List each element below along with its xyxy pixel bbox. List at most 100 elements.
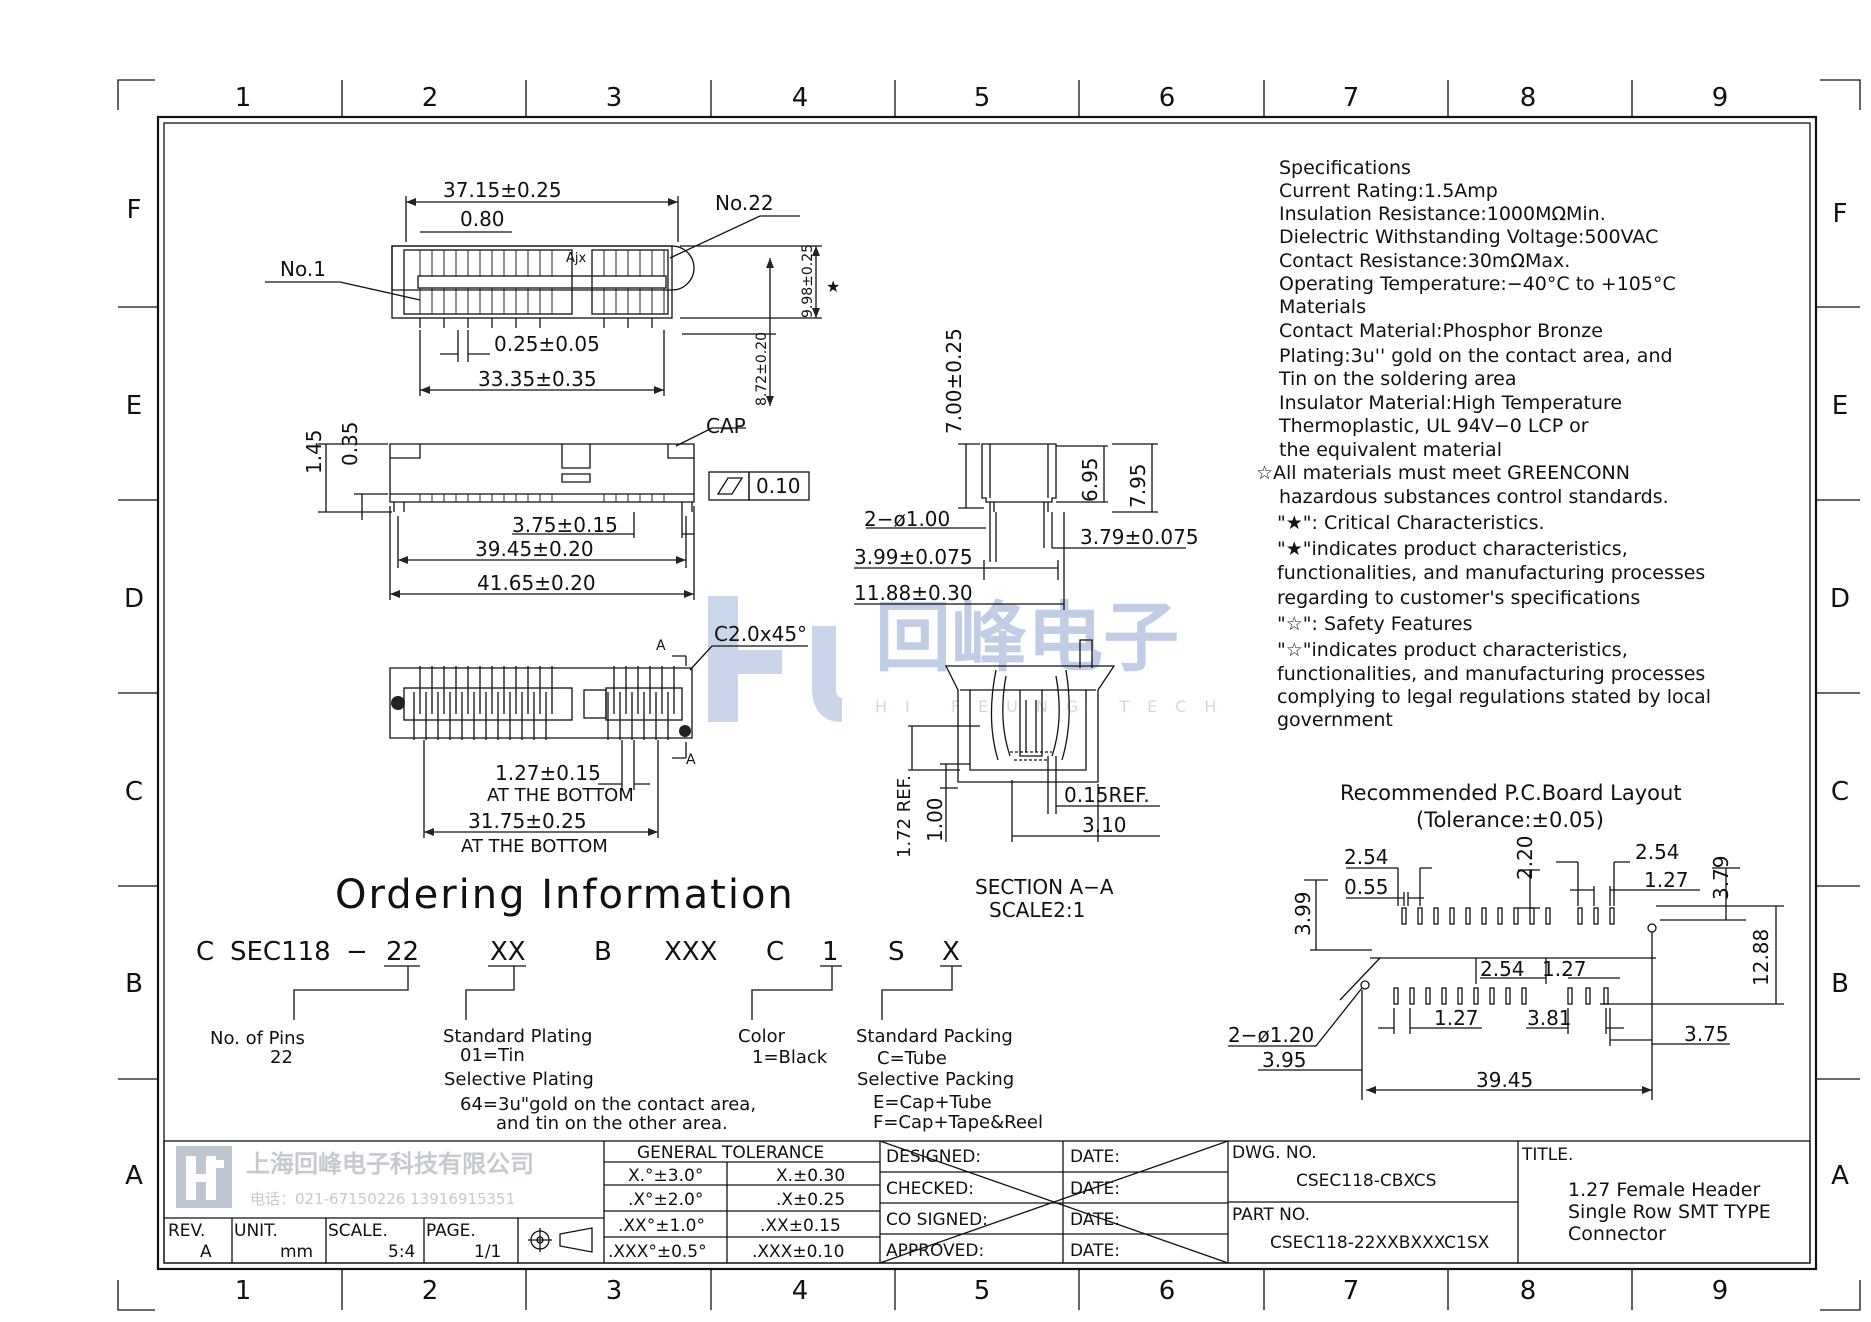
ordering-info: Ordering Information C SEC118 − 22 XX B … — [196, 872, 1043, 1134]
spec-line: Tin on the soldering area — [1278, 368, 1516, 390]
row-label: A — [125, 1161, 143, 1191]
pcb-d379: 3.79 — [1709, 855, 1733, 900]
date-label: DATE: — [1070, 1210, 1120, 1230]
date-label: DATE: — [1070, 1179, 1120, 1199]
signoff-label: CHECKED: — [886, 1179, 974, 1199]
ordering-title: Ordering Information — [335, 872, 795, 918]
unit-label: UNIT. — [234, 1221, 278, 1241]
spec-line: "★"indicates product characteristics, — [1277, 538, 1628, 560]
packing-e: E=Cap+Tube — [873, 1092, 992, 1113]
code-part: C — [766, 937, 784, 967]
spec-line: "☆"indicates product characteristics, — [1277, 639, 1628, 661]
row-label: B — [1831, 969, 1849, 999]
spec-line: complying to legal regulations stated by… — [1277, 686, 1711, 708]
section-title: SECTION A−A — [975, 875, 1114, 899]
dim-side-035: 0.35 — [338, 421, 362, 466]
company-logo — [176, 1146, 232, 1208]
plating-sel-1: 64=3u"gold on the contact area, — [460, 1094, 756, 1115]
dim-side-3945: 39.45±0.20 — [475, 537, 594, 561]
plating-std: 01=Tin — [460, 1045, 525, 1066]
packing-f: F=Cap+Tape&Reel — [873, 1112, 1043, 1133]
part-label: PART NO. — [1232, 1205, 1310, 1225]
top-pins — [419, 250, 665, 328]
pins-label: No. of Pins — [210, 1028, 305, 1049]
spec-line: functionalities, and manufacturing proce… — [1277, 562, 1705, 584]
page-value: 1/1 — [474, 1242, 501, 1262]
col-label: 4 — [792, 1276, 809, 1306]
dwg-label: DWG. NO. — [1232, 1143, 1317, 1163]
rev-value: A — [200, 1242, 212, 1262]
pcb-d3945: 39.45 — [1476, 1068, 1533, 1092]
title-label: TITLE. — [1521, 1145, 1573, 1165]
page-label: PAGE. — [426, 1221, 476, 1241]
spec-line: Thermoplastic, UL 94V−0 LCP or — [1278, 415, 1589, 437]
meta-cells: REV. A UNIT. mm SCALE. 5:4 PAGE. 1/1 — [168, 1221, 501, 1262]
spec-line: government — [1277, 709, 1393, 731]
ordering-code: C SEC118 − 22 XX B XXX C 1 S X — [196, 937, 960, 967]
row-label: D — [124, 584, 144, 614]
rev-label: REV. — [168, 1221, 205, 1241]
dim-bottom-127: 1.27±0.15 — [495, 761, 601, 785]
company-phone: 电话：021-67150226 13916915351 — [250, 1190, 515, 1208]
packing-label: Standard Packing — [856, 1026, 1013, 1047]
date-label: DATE: — [1070, 1241, 1120, 1261]
code-part: XXX — [664, 937, 717, 967]
color-value: 1=Black — [752, 1047, 828, 1068]
ordering-legend: No. of Pins 22 Standard Plating 01=Tin S… — [210, 1026, 1043, 1134]
pcb-d127b: 1.27 — [1542, 957, 1587, 981]
col-label: 1 — [235, 1276, 252, 1306]
col-label: 9 — [1712, 83, 1729, 113]
dim-sec-795: 7.95 — [1126, 463, 1150, 508]
packing-std: C=Tube — [877, 1048, 947, 1069]
label-chamfer: C2.0x45° — [714, 622, 807, 646]
row-labels-left: F E D C B A — [124, 195, 144, 1191]
bottom-pins — [413, 666, 675, 740]
spec-line: Insulation Resistance:1000MΩMin. — [1279, 203, 1606, 225]
spec-line: "★": Critical Characteristics. — [1277, 512, 1545, 534]
spec-line: Contact Material:Phosphor Bronze — [1279, 320, 1603, 342]
col-label: 8 — [1520, 83, 1537, 113]
dwg-value: CSEC118-CBXCS — [1296, 1171, 1436, 1191]
spec-line: ☆All materials must meet GREENCONN — [1256, 462, 1630, 484]
pins-value: 22 — [270, 1047, 293, 1068]
pcb-pads-top — [1401, 907, 1615, 925]
pcb-title: Recommended P.C.Board Layout — [1340, 781, 1682, 805]
dim-sec-100: 1.00 — [923, 797, 947, 842]
pcb-d399: 3.99 — [1291, 891, 1315, 936]
spec-line: Materials — [1279, 296, 1366, 318]
pcb-d055: 0.55 — [1344, 875, 1389, 899]
code-part: S — [888, 937, 905, 967]
col-label: 3 — [606, 83, 623, 113]
spec-line: Insulator Material:High Temperature — [1279, 392, 1622, 414]
pcb-d375: 3.75 — [1684, 1022, 1729, 1046]
watermark-sub: HI FEUNG TECH — [875, 697, 1234, 716]
col-label: 7 — [1343, 1276, 1360, 1306]
tolerance-header: GENERAL TOLERANCE — [637, 1143, 824, 1163]
label-at-bottom-2: AT THE BOTTOM — [461, 836, 608, 857]
dim-height-998: 9.98±0.25 — [800, 244, 816, 318]
company-name: 上海回峰电子科技有限公司 — [246, 1150, 534, 1178]
title-line: Connector — [1568, 1223, 1666, 1245]
spec-line: the equivalent material — [1279, 439, 1502, 461]
specifications: Specifications Current Rating:1.5Amp Ins… — [1256, 157, 1711, 731]
tol-cell: X.±0.30 — [776, 1166, 845, 1186]
top-view: Ajx 37.15±0.25 0.80 No.22 No.1 9.98±0.25… — [265, 178, 840, 406]
spec-line: Operating Temperature:−40°C to +105°C — [1279, 273, 1676, 295]
date-label: DATE: — [1070, 1147, 1120, 1167]
code-part: X — [942, 937, 960, 967]
dim-pin-width: 0.25±0.05 — [494, 332, 600, 356]
label-cap: CAP — [706, 414, 746, 438]
tol-cell: .XXX±0.10 — [752, 1242, 844, 1262]
packing-sel-label: Selective Packing — [857, 1069, 1014, 1090]
tol-cell: .X±0.25 — [776, 1190, 845, 1210]
tol-cell: .XXX°±0.5° — [608, 1242, 707, 1262]
pcb-d381: 3.81 — [1527, 1006, 1572, 1030]
dim-bottom-3175: 31.75±0.25 — [468, 809, 587, 833]
label-no22: No.22 — [715, 191, 774, 215]
row-label: D — [1830, 584, 1850, 614]
plating-sel-label: Selective Plating — [444, 1069, 594, 1090]
col-label: 8 — [1520, 1276, 1537, 1306]
dim-sec-172: 1.72 REF. — [894, 775, 915, 858]
pcb-d254c: 2.54 — [1480, 957, 1525, 981]
